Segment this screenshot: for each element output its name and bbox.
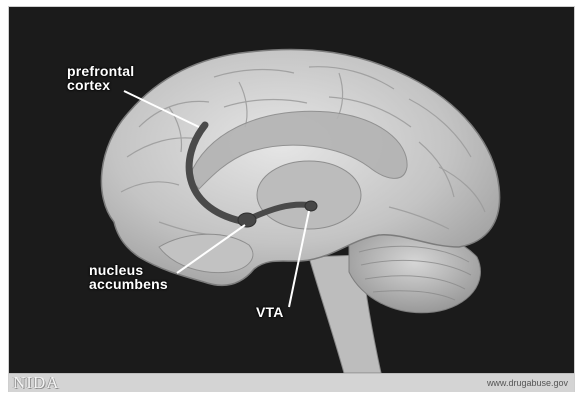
prefrontal-cortex-label-line2: cortex <box>67 78 134 92</box>
nucleus-accumbens-label-line2: accumbens <box>89 277 168 291</box>
prefrontal-cortex-label: prefrontal cortex <box>67 64 134 92</box>
nida-logo: NIDA <box>13 374 60 392</box>
nucleus-accumbens-label-line1: nucleus <box>89 263 168 277</box>
prefrontal-cortex-label-line1: prefrontal <box>67 64 134 78</box>
figure-frame: prefrontal cortex nucleus accumbens VTA … <box>8 6 575 392</box>
vta-marker <box>305 201 317 211</box>
nucleus-accumbens-label: nucleus accumbens <box>89 263 168 291</box>
footer-bar: NIDA www.drugabuse.gov <box>9 373 574 392</box>
nucleus-accumbens-marker <box>238 213 256 227</box>
brain-illustration: prefrontal cortex nucleus accumbens VTA <box>9 7 574 373</box>
site-url: www.drugabuse.gov <box>487 374 568 392</box>
thalamus <box>257 161 361 229</box>
vta-label: VTA <box>256 305 284 319</box>
brain-drawing <box>9 7 574 373</box>
